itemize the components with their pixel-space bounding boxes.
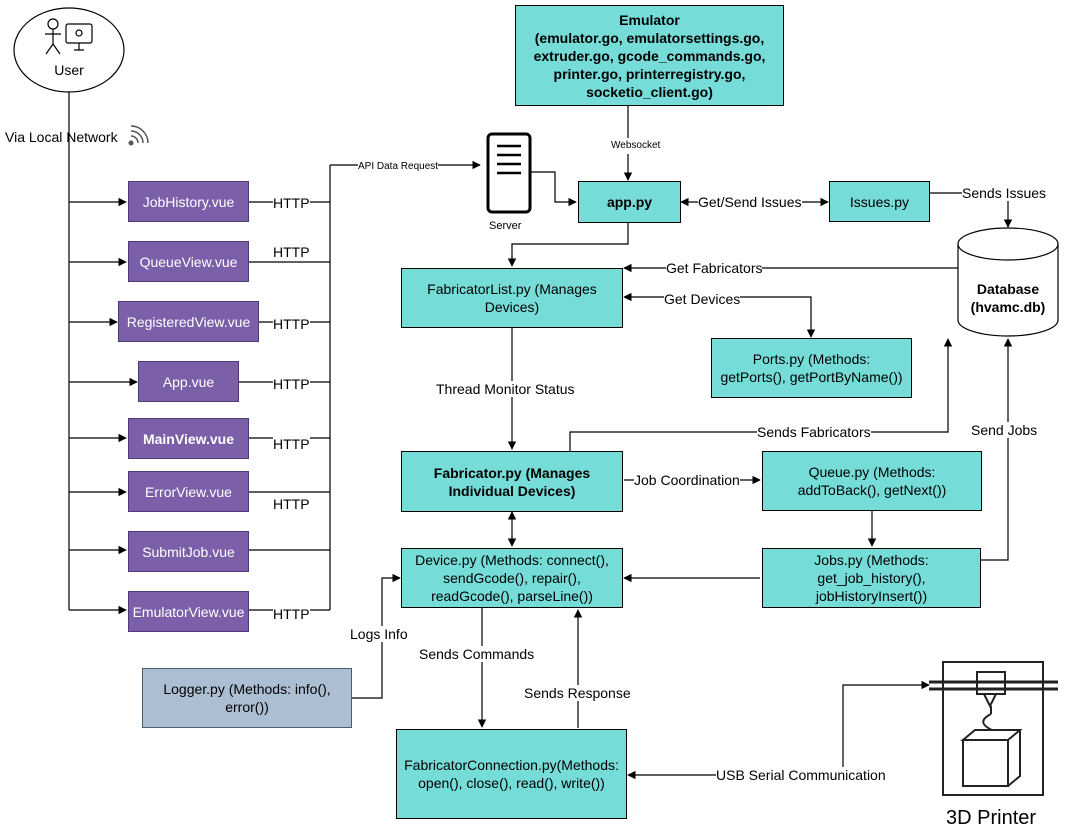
database-title: Database xyxy=(976,281,1040,297)
api-request-label: API Data Request xyxy=(358,159,439,175)
thread-monitor-label: Thread Monitor Status xyxy=(436,381,575,397)
get-devices-label: Get Devices xyxy=(664,291,741,307)
fabricator-connection-box: FabricatorConnection.py(Methods: open(),… xyxy=(396,729,627,819)
vue-box-app: App.vue xyxy=(138,361,239,402)
user-label: User xyxy=(54,62,84,78)
vue-box-jobhistory: JobHistory.vue xyxy=(128,181,249,222)
sends-issues-label: Sends Issues xyxy=(962,185,1047,201)
person-icon xyxy=(45,18,61,55)
computer-icon xyxy=(65,23,93,51)
get-fabricators-label: Get Fabricators xyxy=(666,260,763,276)
vue-box-errorview: ErrorView.vue xyxy=(128,471,249,512)
jobs-py-box: Jobs.py (Methods: get_job_history(), job… xyxy=(762,548,981,608)
database-file: (hvamc.db) xyxy=(970,299,1046,315)
sends-fabricators-label: Sends Fabricators xyxy=(757,424,871,440)
app-py-box: app.py xyxy=(578,181,681,223)
sends-response-label: Sends Response xyxy=(524,685,631,701)
server-icon xyxy=(486,132,532,214)
websocket-label: Websocket xyxy=(611,138,661,154)
sends-commands-label: Sends Commands xyxy=(419,646,535,662)
http-label-jobhistory: HTTP xyxy=(273,195,310,211)
emulator-box: Emulator (emulator.go, emulatorsettings.… xyxy=(515,5,784,106)
http-label-queueview: HTTP xyxy=(273,244,310,260)
emulator-files: (emulator.go, emulatorsettings.go, extru… xyxy=(533,29,766,100)
user-ellipse xyxy=(13,7,125,93)
device-py-box: Device.py (Methods: connect(), sendGcode… xyxy=(401,548,623,608)
send-jobs-label: Send Jobs xyxy=(971,422,1038,438)
usb-serial-label: USB Serial Communication xyxy=(716,767,886,783)
vue-box-queueview: QueueView.vue xyxy=(128,241,249,282)
server-label: Server xyxy=(489,218,522,234)
get-send-issues-label: Get/Send Issues xyxy=(698,194,802,210)
http-label-mainview: HTTP xyxy=(273,436,310,452)
queue-py-box: Queue.py (Methods: addToBack(), getNext(… xyxy=(762,451,982,511)
logs-info-label: Logs Info xyxy=(350,626,408,642)
database-cylinder xyxy=(957,227,1059,337)
vue-box-mainview: MainView.vue xyxy=(128,418,249,459)
http-label-app: HTTP xyxy=(273,376,310,392)
emulator-title: Emulator xyxy=(619,11,680,28)
3d-printer-icon xyxy=(929,661,1058,796)
database-label: Database (hvamc.db) xyxy=(958,278,1058,318)
http-label-emulatorview: HTTP xyxy=(273,606,310,622)
http-label-registeredview: HTTP xyxy=(273,316,310,332)
network-label: Via Local Network xyxy=(5,129,118,145)
fabricator-list-box: FabricatorList.py (Manages Devices) xyxy=(401,268,623,328)
logger-py-box: Logger.py (Methods: info(), error()) xyxy=(142,668,352,728)
wifi-icon xyxy=(128,125,149,146)
vue-box-registeredview: RegisteredView.vue xyxy=(118,301,259,342)
fabricator-py-box: Fabricator.py (Manages Individual Device… xyxy=(401,451,623,512)
ports-py-box: Ports.py (Methods: getPorts(), getPortBy… xyxy=(711,338,912,398)
job-coordination-label: Job Coordination xyxy=(634,472,740,488)
vue-box-emulatorview: EmulatorView.vue xyxy=(128,591,249,632)
issues-py-box: Issues.py xyxy=(829,181,930,222)
vue-box-submitjob: SubmitJob.vue xyxy=(128,531,249,572)
http-label-errorview: HTTP xyxy=(273,496,310,512)
printer-label: 3D Printer xyxy=(946,807,1037,829)
